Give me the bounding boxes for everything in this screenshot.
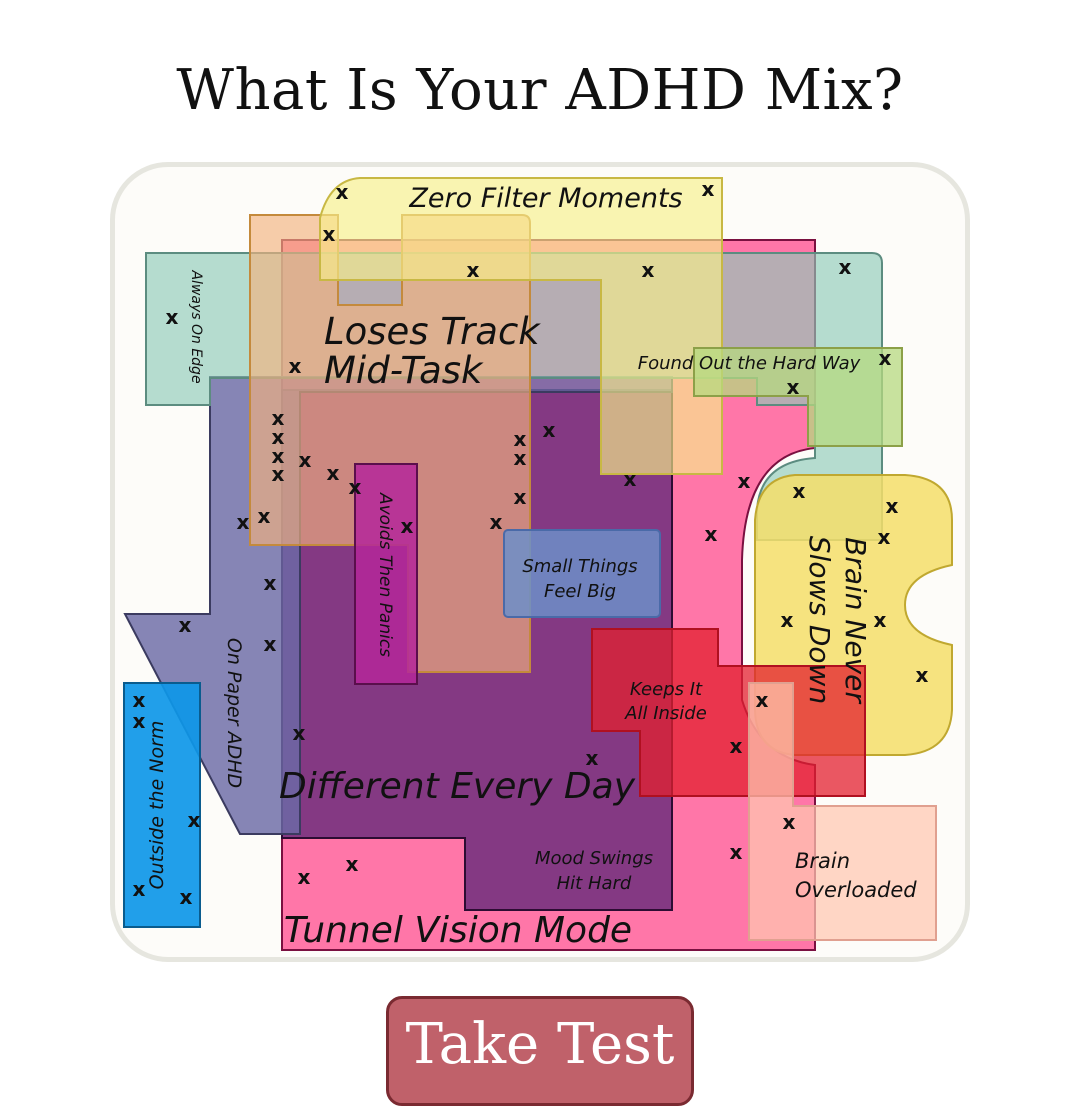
x-marker: x: [783, 810, 796, 834]
x-marker: x: [738, 469, 751, 493]
x-marker: x: [179, 613, 192, 637]
label-avoids-then-panics: Avoids Then Panics: [375, 492, 395, 657]
x-marker: x: [272, 462, 285, 486]
x-marker: x: [264, 571, 277, 595]
label-keeps-it-inside-line1: Keeps It: [630, 679, 703, 700]
x-marker: x: [237, 510, 250, 534]
x-marker: x: [346, 852, 359, 876]
x-marker: x: [702, 177, 715, 201]
x-marker: x: [323, 222, 336, 246]
label-zero-filter: Zero Filter Moments: [408, 183, 682, 214]
x-marker: x: [258, 504, 271, 528]
x-marker: x: [327, 461, 340, 485]
x-marker: x: [188, 808, 201, 832]
label-found-out: Found Out the Hard Way: [638, 353, 861, 374]
label-small-things-line2: Feel Big: [544, 581, 616, 602]
x-marker: x: [289, 354, 302, 378]
x-marker: x: [272, 406, 285, 430]
label-brain-overloaded-line2: Overloaded: [795, 878, 917, 902]
region-avoids-then-panics[interactable]: [354, 463, 418, 685]
x-marker: x: [349, 475, 362, 499]
x-marker: x: [705, 522, 718, 546]
x-marker: x: [793, 479, 806, 503]
adhd-mix-diagram: Zero Filter Moments Loses Track Mid-Task…: [123, 177, 953, 951]
x-marker: x: [514, 427, 527, 451]
x-marker: x: [166, 305, 179, 329]
x-marker: x: [586, 746, 599, 770]
x-marker: x: [839, 255, 852, 279]
x-marker: x: [514, 485, 527, 509]
x-marker: x: [756, 688, 769, 712]
region-keeps-it-inside[interactable]: [591, 628, 866, 797]
label-loses-track-line2: Mid-Task: [324, 349, 484, 392]
x-marker: x: [299, 448, 312, 472]
x-marker: x: [293, 721, 306, 745]
x-marker: x: [272, 444, 285, 468]
label-different-every-day: Different Every Day: [279, 766, 636, 807]
label-tunnel-vision: Tunnel Vision Mode: [284, 910, 632, 951]
label-brain-never-line2: Slows Down: [803, 536, 836, 704]
x-marker: x: [874, 608, 887, 632]
x-marker: x: [401, 514, 414, 538]
label-mood-swings-line2: Hit Hard: [557, 873, 632, 894]
label-loses-track-line1: Loses Track: [324, 310, 541, 353]
label-small-things-line1: Small Things: [522, 556, 637, 577]
label-on-paper: On Paper ADHD: [223, 638, 245, 788]
region-zero-filter[interactable]: [319, 177, 723, 475]
page-title: What Is Your ADHD Mix?: [176, 58, 904, 123]
region-found-out[interactable]: [693, 347, 903, 447]
x-marker: x: [730, 840, 743, 864]
x-marker: x: [642, 258, 655, 282]
x-marker: x: [264, 632, 277, 656]
region-brain-overloaded[interactable]: [748, 682, 937, 941]
x-marker: x: [787, 375, 800, 399]
x-marker: x: [467, 258, 480, 282]
x-marker: x: [272, 425, 285, 449]
x-marker: x: [133, 688, 146, 712]
x-marker: x: [336, 180, 349, 204]
x-marker: x: [133, 709, 146, 733]
label-brain-never-line1: Brain Never: [839, 537, 872, 704]
x-marker: x: [730, 734, 743, 758]
x-marker: x: [879, 346, 892, 370]
x-marker: x: [781, 608, 794, 632]
x-marker: x: [514, 446, 527, 470]
x-marker: x: [624, 467, 637, 491]
region-small-things[interactable]: [503, 529, 661, 618]
label-mood-swings-line1: Mood Swings: [535, 848, 653, 869]
label-brain-overloaded-line1: Brain: [795, 849, 850, 873]
label-outside-norm: Outside the Norm: [146, 721, 168, 890]
x-marker: x: [543, 418, 556, 442]
label-keeps-it-inside-line2: All Inside: [624, 703, 707, 724]
x-marker: x: [180, 885, 193, 909]
take-test-button[interactable]: Take Test: [386, 996, 694, 1106]
x-marker: x: [916, 663, 929, 687]
x-marker: x: [878, 525, 891, 549]
x-marker: x: [490, 510, 503, 534]
x-marker: x: [133, 877, 146, 901]
region-outside-norm[interactable]: [123, 682, 201, 928]
label-always-on-edge: Always On Edge: [188, 269, 204, 383]
x-marker: x: [298, 865, 311, 889]
x-marker: x: [886, 494, 899, 518]
